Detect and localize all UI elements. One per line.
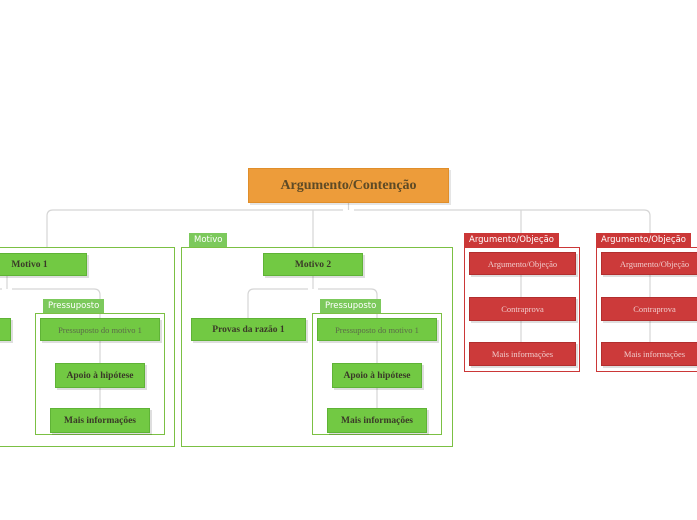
- node-mais-informacoes-1[interactable]: Mais informações: [50, 408, 150, 433]
- group-tag-motivo-2: Motivo: [189, 233, 228, 247]
- group-motivo-2[interactable]: [181, 247, 453, 447]
- group-tag-pressuposto-2: Pressuposto: [320, 299, 382, 313]
- node-provas-da-razao-1-left[interactable]: Provas da razão 1: [0, 318, 11, 341]
- node-pressuposto-do-motivo-2[interactable]: Pressuposto do motivo 1: [317, 318, 437, 341]
- group-argumento-objecao-2[interactable]: [596, 247, 697, 372]
- group-pressuposto-2[interactable]: [312, 313, 442, 435]
- group-motivo-1[interactable]: [0, 247, 175, 447]
- group-tag-argumento-objecao-1: Argumento/Objeção: [464, 233, 559, 247]
- group-tag-pressuposto-1: Pressuposto: [43, 299, 105, 313]
- node-provas-da-razao-1[interactable]: Provas da razão 1: [191, 318, 306, 341]
- node-apoio-a-hipotese-2[interactable]: Apoio à hipótese: [332, 363, 422, 388]
- group-pressuposto-1[interactable]: [35, 313, 165, 435]
- node-mais-informacoes-2[interactable]: Mais informações: [327, 408, 427, 433]
- node-contraprova-2[interactable]: Contraprova: [601, 297, 697, 321]
- node-motivo-2[interactable]: Motivo 2: [263, 253, 363, 276]
- node-mais-informacoes-objecao-2[interactable]: Mais informações: [601, 342, 697, 366]
- node-apoio-a-hipotese-1[interactable]: Apoio à hipótese: [55, 363, 145, 388]
- node-contraprova-1[interactable]: Contraprova: [469, 297, 576, 321]
- node-motivo-1[interactable]: Motivo 1: [0, 253, 87, 276]
- group-tag-argumento-objecao-2: Argumento/Objeção: [596, 233, 691, 247]
- root-node-argumento-contencao[interactable]: Argumento/Contenção: [248, 168, 449, 203]
- node-argumento-objecao-1[interactable]: Argumento/Objeção: [469, 252, 576, 275]
- node-mais-informacoes-objecao-1[interactable]: Mais informações: [469, 342, 576, 366]
- node-pressuposto-do-motivo-1[interactable]: Pressuposto do motivo 1: [40, 318, 160, 341]
- node-argumento-objecao-2[interactable]: Argumento/Objeção: [601, 252, 697, 275]
- group-argumento-objecao-1[interactable]: [464, 247, 580, 372]
